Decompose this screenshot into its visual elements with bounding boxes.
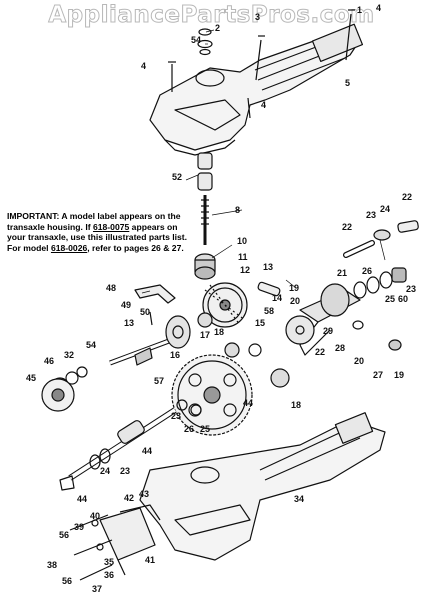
callout-25: 25 <box>200 424 211 434</box>
callout-23: 23 <box>120 466 131 476</box>
callout-3: 3 <box>255 12 261 22</box>
callout-21: 21 <box>337 268 348 278</box>
callout-52: 52 <box>172 172 183 182</box>
callout-58: 58 <box>264 306 275 316</box>
callout-14: 14 <box>272 293 283 303</box>
callout-18: 18 <box>214 327 225 337</box>
callout-50: 50 <box>140 307 151 317</box>
callout-40: 40 <box>90 511 101 521</box>
callout-4: 1 <box>357 5 363 15</box>
lower-housing <box>139 412 386 561</box>
callout-42: 42 <box>124 493 135 503</box>
callout-45: 45 <box>26 373 37 383</box>
bushings <box>197 152 213 191</box>
callout-28: 28 <box>335 343 346 353</box>
bolts <box>168 9 355 119</box>
notice-text-1: A model label appears on the transaxle h… <box>7 211 181 232</box>
callout-57: 57 <box>154 376 165 386</box>
callout-2: 2 <box>215 23 221 33</box>
callout-24: 24 <box>380 204 391 214</box>
watermark: AppliancePartsPros.com <box>48 2 375 29</box>
callout-44: 44 <box>243 398 254 408</box>
callout-19: 19 <box>289 283 300 293</box>
callout-23: 23 <box>366 210 377 220</box>
callout-44: 44 <box>77 494 88 504</box>
callout-44: 44 <box>142 446 153 456</box>
model-link-618-0026[interactable]: 618-0026 <box>50 242 88 253</box>
callout-39: 39 <box>74 522 85 532</box>
callout-38: 38 <box>47 560 58 570</box>
callout-54: 54 <box>86 340 97 350</box>
callout-13: 13 <box>124 318 135 328</box>
callout-19: 19 <box>394 370 405 380</box>
callout-20: 20 <box>354 356 365 366</box>
important-notice: IMPORTANT: A model label appears on the … <box>6 210 198 254</box>
callout-26: 26 <box>362 266 373 276</box>
callout-23: 23 <box>171 411 182 421</box>
main-spur-gear <box>171 354 253 436</box>
callout-4: 4 <box>261 100 267 110</box>
model-link-618-0075[interactable]: 618-0075 <box>92 221 130 232</box>
callout-10: 10 <box>237 236 248 246</box>
callout-20: 20 <box>290 296 301 306</box>
bevel-gear <box>202 282 248 328</box>
callout-56: 56 <box>62 576 73 586</box>
callout-8: 8 <box>235 205 241 215</box>
callout-49: 49 <box>121 300 132 310</box>
callout-32: 32 <box>64 350 75 360</box>
callout-22: 22 <box>342 222 353 232</box>
callout-43: 43 <box>139 489 150 499</box>
callout-36: 36 <box>104 570 115 580</box>
callout-16: 16 <box>170 350 181 360</box>
callout-35: 35 <box>104 557 115 567</box>
left-axle <box>59 407 177 491</box>
callout-34: 34 <box>294 494 305 504</box>
callout-24: 24 <box>100 466 111 476</box>
callout-37: 37 <box>92 584 103 594</box>
callout-22: 22 <box>402 192 413 202</box>
callout-11: 11 <box>238 252 248 262</box>
notice-text-3: , refer to pages 26 & 27. <box>87 242 184 253</box>
callout-56: 56 <box>59 530 70 540</box>
notice-text-2: appears on your transaxle, use this illu… <box>7 221 188 253</box>
callout-13: 13 <box>263 262 274 272</box>
callout-48: 48 <box>106 283 117 293</box>
callout-25: 25 <box>385 294 396 304</box>
callout-60: 60 <box>398 294 409 304</box>
upper-housing <box>149 23 364 156</box>
callout-54: 54 <box>191 35 202 45</box>
callout-23: 23 <box>406 284 417 294</box>
callout-4: 4 <box>376 3 382 13</box>
callout-17: 17 <box>200 330 211 340</box>
callout-18: 18 <box>291 400 302 410</box>
callout-4: 4 <box>141 61 147 71</box>
callout-22: 22 <box>315 347 326 357</box>
callout-12: 12 <box>240 265 251 275</box>
notice-heading: IMPORTANT: <box>7 211 60 221</box>
callout-15: 15 <box>255 318 266 328</box>
callout-46: 46 <box>44 356 55 366</box>
callout-5: 5 <box>345 78 351 88</box>
callout-29: 29 <box>323 326 334 336</box>
callout-41: 41 <box>145 555 156 565</box>
left-shaft-assembly <box>109 315 191 366</box>
right-axle-assembly <box>299 267 407 356</box>
callout-26: 26 <box>184 424 195 434</box>
callout-27: 27 <box>373 370 384 380</box>
bracket <box>99 504 161 576</box>
